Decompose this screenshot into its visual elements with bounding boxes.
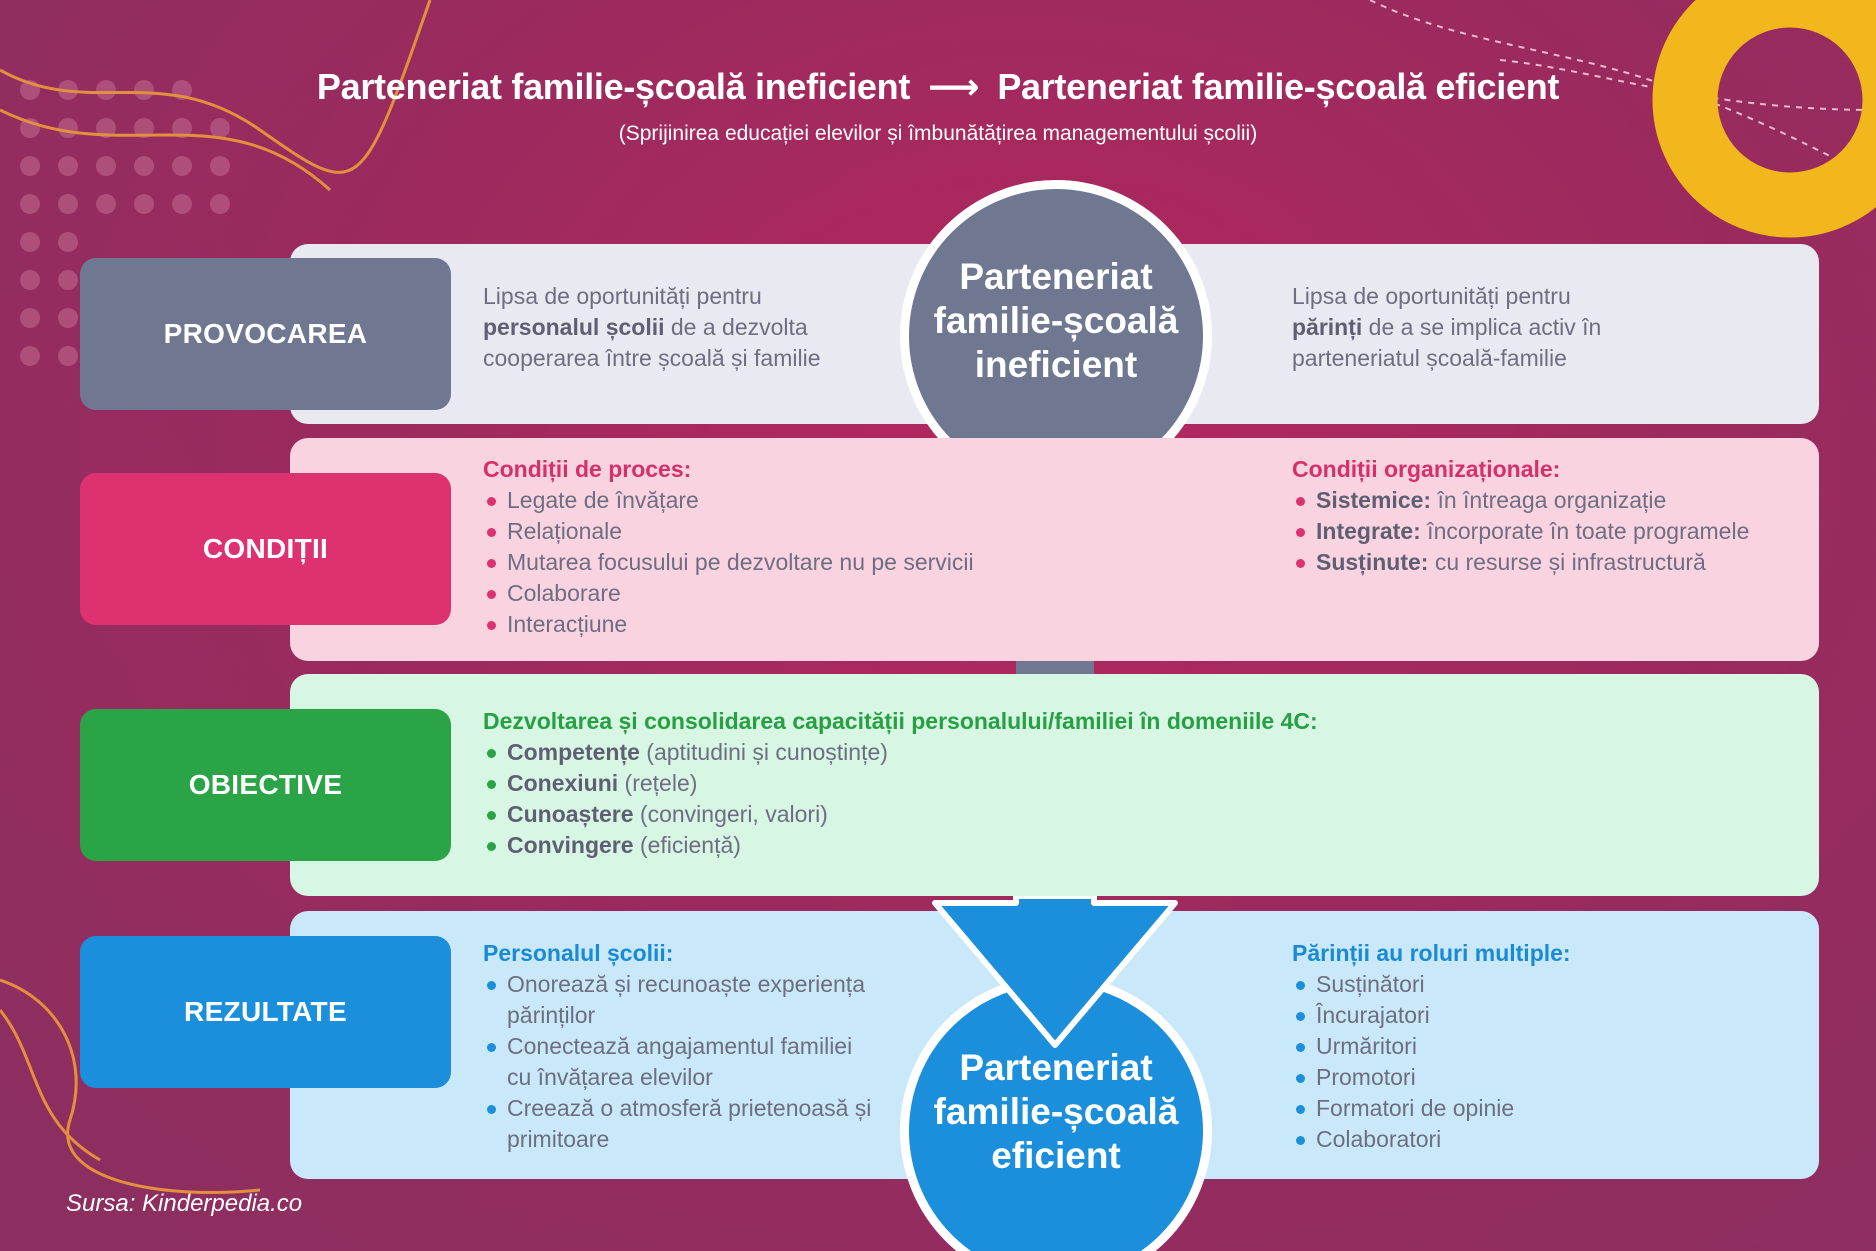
list-item: Integrate: încorporate în toate programe… [1292,516,1749,547]
item-text: în întreaga organizație [1431,487,1667,513]
list-item: Interacțiune [483,609,974,640]
provocarea-left-line1: Lipsa de oportunități pentru [483,283,762,309]
top-circle: Parteneriat familie-școală ineficient [900,180,1212,438]
conditii-left-heading: Condiții de proces: [483,456,692,482]
list-item: Încurajatori [1292,1000,1571,1031]
provocarea-right-line1: Lipsa de oportunități pentru [1292,283,1571,309]
title-arrow: ⟶ [928,66,980,107]
provocarea-right-bold: părinți [1292,314,1363,340]
label-conditii: CONDIȚII [80,473,451,625]
page-subtitle: (Sprijinirea educației elevilor și îmbun… [618,122,1258,145]
title-right: Parteneriat familie-școală eficient [997,66,1560,107]
list-item: Susținute: cu resurse și infrastructură [1292,547,1749,578]
conditii-left-text: Condiții de proces: Legate de învățare R… [483,454,974,640]
list-item: Convingere (eficiență) [483,830,1318,861]
list-item: Mutarea focusului pe dezvoltare nu pe se… [483,547,974,578]
item-text: (aptitudini și cunoștințe) [639,739,888,765]
conditii-right-text: Condiții organizaționale: Sistemice: în … [1292,454,1749,578]
item-text: (eficiență) [633,832,741,858]
rezultate-right-heading: Părinții au roluri multiple: [1292,940,1571,966]
rezultate-left-list: Onorează și recunoaște experiența părinți… [483,969,871,1155]
provocarea-left-text: Lipsa de oportunități pentru personalul … [483,281,821,374]
list-item: Competențe (aptitudini și cunoștințe) [483,737,1318,768]
rezultate-right-text: Părinții au roluri multiple: Susținători… [1292,938,1571,1155]
list-item: Creează o atmosferă prietenoasă și primit… [483,1093,871,1155]
item-bold: Cunoaștere [507,801,634,827]
item-line: părinților [507,1002,596,1028]
obiective-band [290,674,1819,896]
item-text: cu resurse și infrastructură [1428,549,1706,575]
label-obiective: OBIECTIVE [80,709,451,861]
list-item: Urmăritori [1292,1031,1571,1062]
list-item: Conectează angajamentul familiei cu învăț… [483,1031,871,1093]
list-item: Onorează și recunoaște experiența părinți… [483,969,871,1031]
item-line: cu învățarea elevilor [507,1064,713,1090]
bottom-circle-label: Parteneriat familie-școală eficient [933,1047,1179,1176]
provocarea-right-rest: de a se implica activ în [1362,314,1602,340]
item-bold: Susținute: [1316,549,1429,575]
list-item: Colaboratori [1292,1124,1571,1155]
conditii-right-list: Sistemice: în întreaga organizație Integ… [1292,485,1749,578]
item-bold: Integrate: [1316,518,1421,544]
list-item: Relaționale [483,516,974,547]
obiective-text: Dezvoltarea și consolidarea capacității … [483,706,1318,861]
rezultate-right-list: Susținători Încurajatori Urmăritori Prom… [1292,969,1571,1155]
conditii-right-heading: Condiții organizaționale: [1292,456,1561,482]
conditii-left-list: Legate de învățare Relaționale Mutarea f… [483,485,974,640]
item-line: Conectează angajamentul familiei [507,1033,853,1059]
conditii-band [290,438,1819,661]
top-circle-clip: Parteneriat familie-școală ineficient [890,172,1222,438]
item-bold: Conexiuni [507,770,619,796]
item-bold: Competențe [507,739,640,765]
list-item: Conexiuni (rețele) [483,768,1318,799]
top-circle-label: Parteneriat familie-școală ineficient [933,256,1179,385]
label-rezultate: REZULTATE [80,936,451,1088]
rezultate-left-heading: Personalul școlii: [483,940,674,966]
item-line: Creează o atmosferă prietenoasă și [507,1095,872,1121]
down-arrow-icon [932,896,1178,1048]
provocarea-right-line3: parteneriatul școală-familie [1292,345,1567,371]
item-line: primitoare [507,1126,610,1152]
provocarea-left-line3: cooperarea între școală și familie [483,345,821,371]
item-text: (convingeri, valori) [633,801,828,827]
list-item: Promotori [1292,1062,1571,1093]
provocarea-left-bold: personalul școlii [483,314,665,340]
provocarea-left-line2: personalul școlii de a dezvolta [483,312,821,343]
item-text: încorporate în toate programele [1420,518,1750,544]
source-credit: Sursa: Kinderpedia.co [66,1190,303,1217]
title-left: Parteneriat familie-școală ineficient [316,66,911,107]
provocarea-left-rest: de a dezvolta [664,314,808,340]
item-bold: Convingere [507,832,634,858]
obiective-heading: Dezvoltarea și consolidarea capacității … [483,708,1318,734]
page-title: Parteneriat familie-școală ineficient ⟶ Pa… [0,66,1876,108]
list-item: Sistemice: în întreaga organizație [1292,485,1749,516]
obiective-list: Competențe (aptitudini și cunoștințe) Co… [483,737,1318,861]
list-item: Susținători [1292,969,1571,1000]
list-item: Legate de învățare [483,485,974,516]
item-line: Onorează și recunoaște experiența [507,971,865,997]
provocarea-right-text: Lipsa de oportunități pentru părinți de … [1292,281,1601,374]
list-item: Colaborare [483,578,974,609]
list-item: Cunoaștere (convingeri, valori) [483,799,1318,830]
item-bold: Sistemice: [1316,487,1432,513]
list-item: Formatori de opinie [1292,1093,1571,1124]
provocarea-right-line2: părinți de a se implica activ în [1292,312,1601,343]
rezultate-left-text: Personalul școlii: Onorează și recunoașt… [483,938,871,1155]
label-provocarea: PROVOCAREA [80,258,451,410]
item-text: (rețele) [618,770,698,796]
